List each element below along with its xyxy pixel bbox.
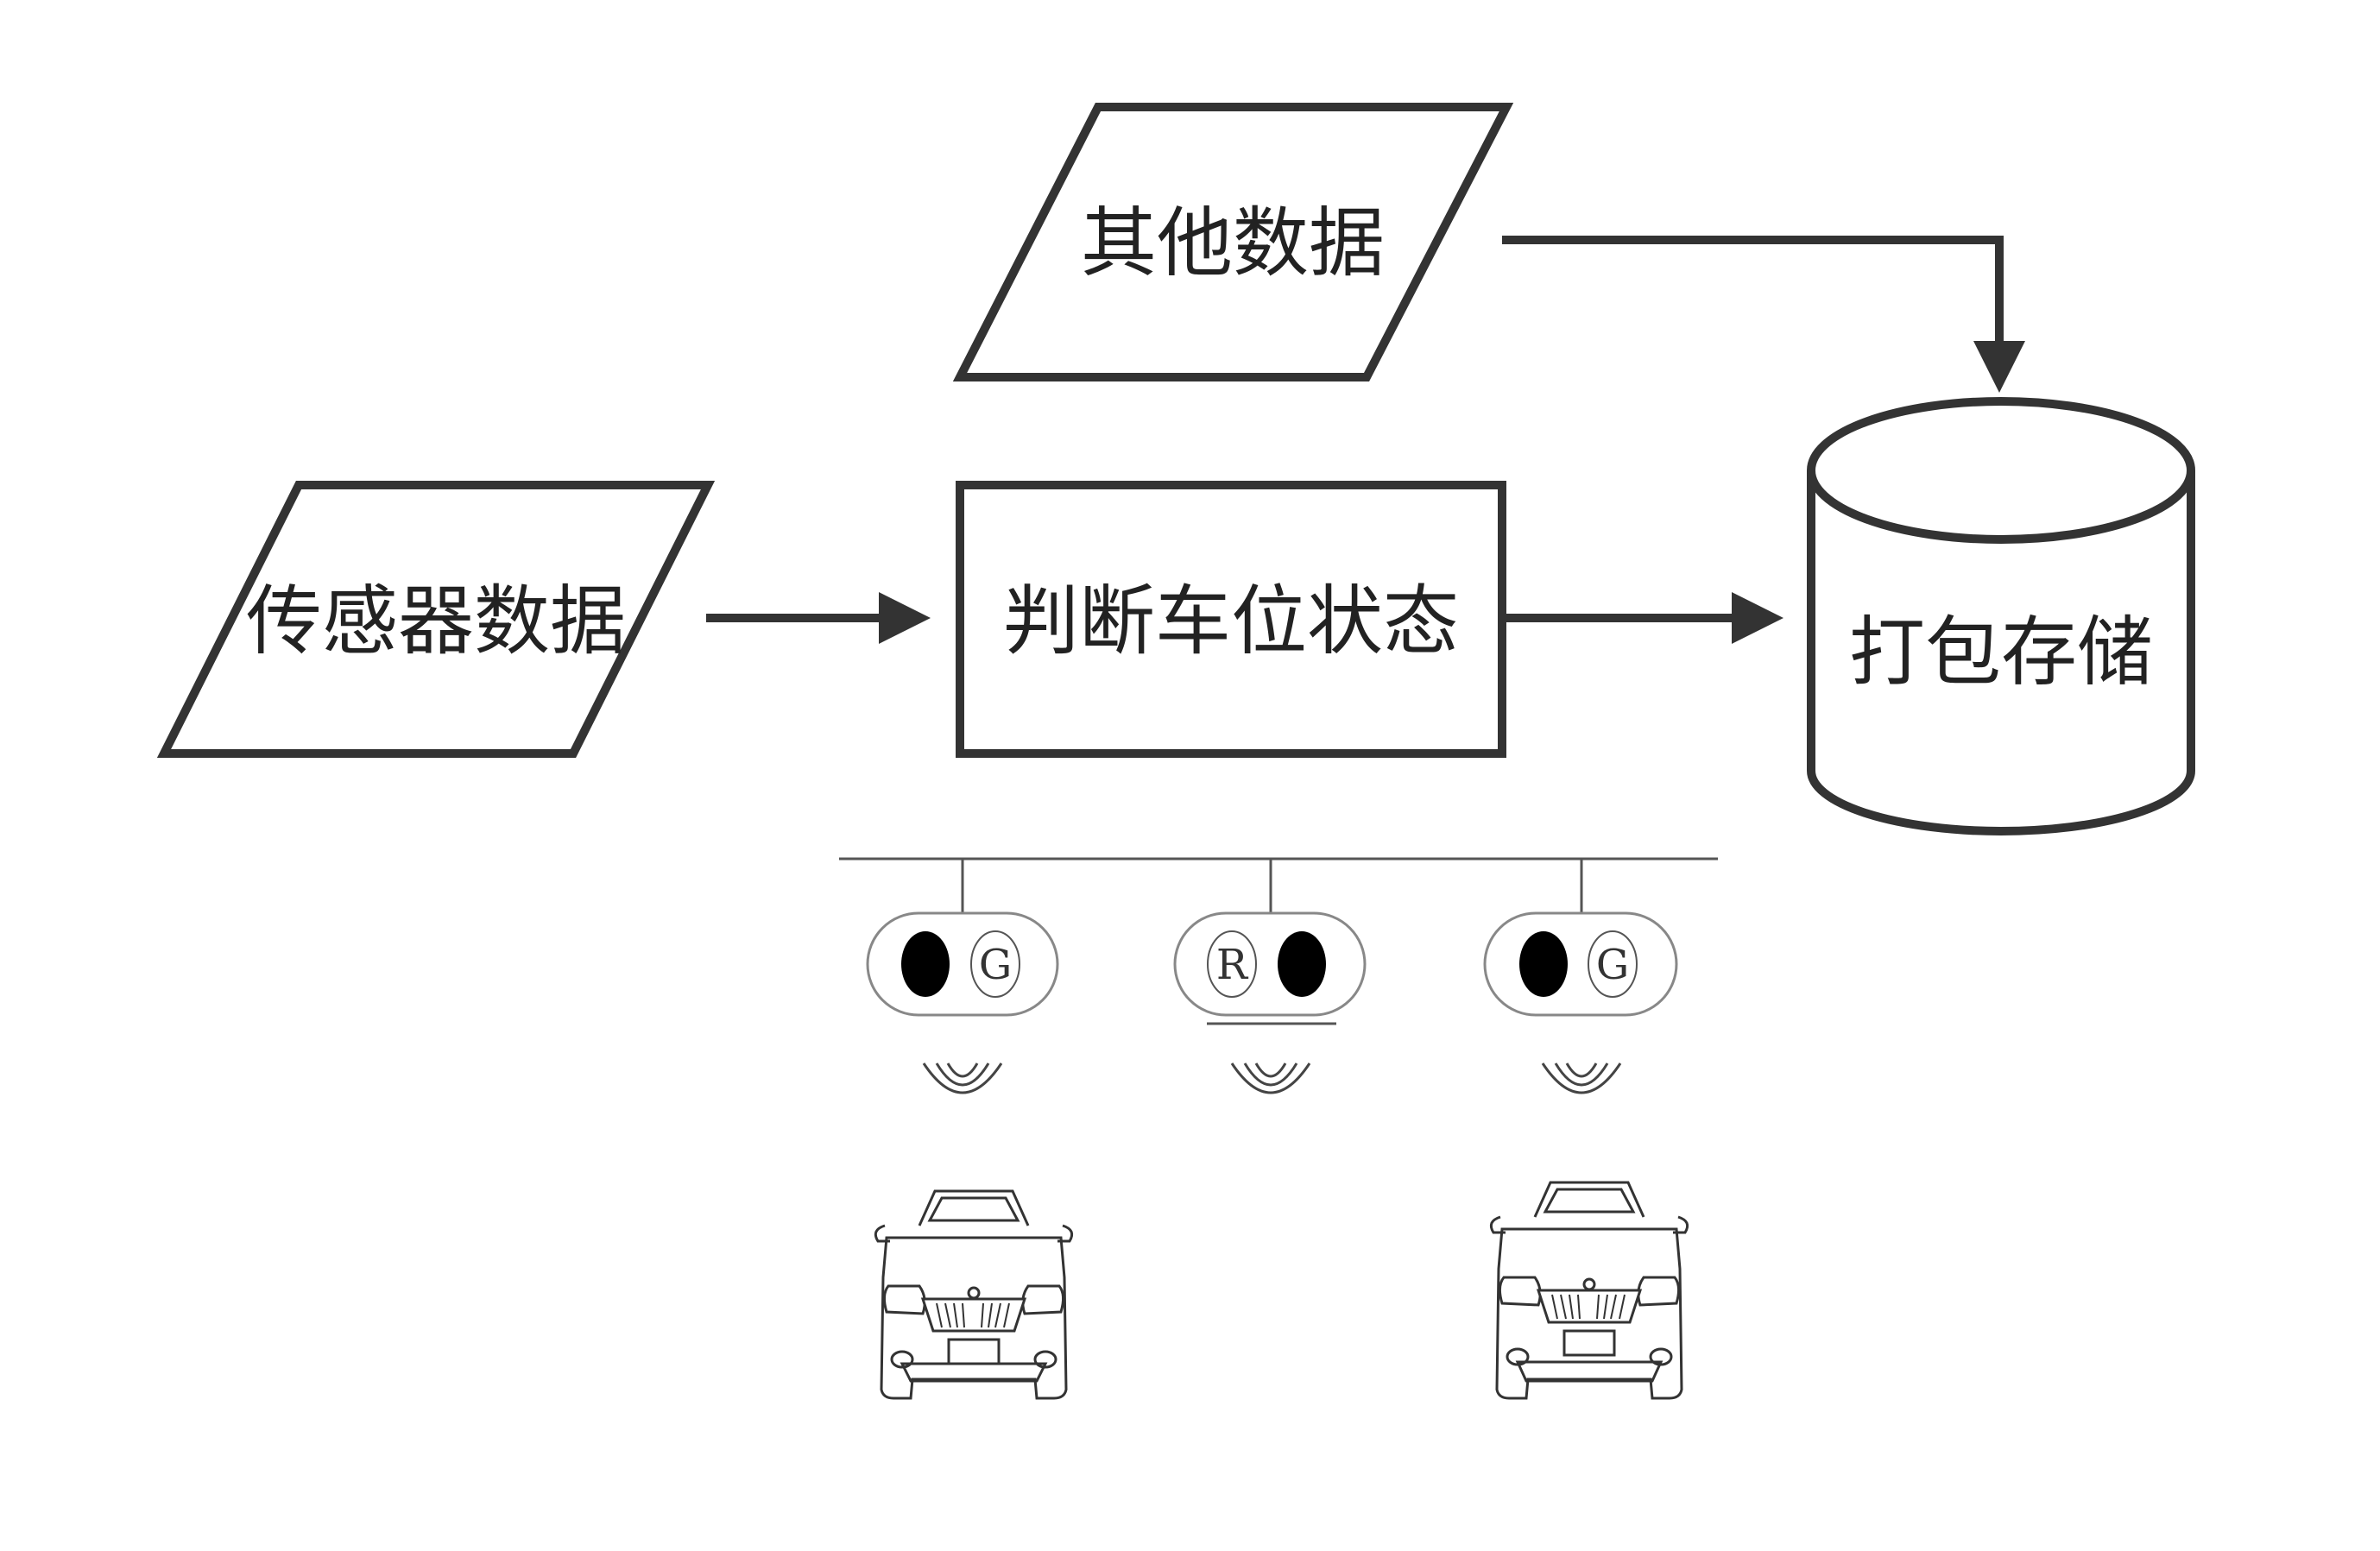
node-package-storage-label: 打包存储 xyxy=(1849,608,2153,697)
light-letter: G xyxy=(1596,941,1629,989)
car-front-icon xyxy=(1489,1181,1689,1400)
indicator-light-3: G xyxy=(1483,859,1678,1017)
light-lamp-off xyxy=(901,931,950,997)
node-package-storage: 打包存储 xyxy=(1807,397,2195,835)
node-other-data: 其他数据 xyxy=(952,103,1514,381)
light-lamp-off xyxy=(1278,931,1326,997)
node-other-data-label: 其他数据 xyxy=(1081,199,1385,287)
ultrasonic-wave-icon xyxy=(1541,1062,1622,1094)
arrow-other-to-storage xyxy=(1502,236,2025,393)
node-judge-status: 判断车位状态 xyxy=(956,481,1506,758)
ultrasonic-wave-icon xyxy=(922,1062,1003,1094)
node-sensor-data-label: 传感器数据 xyxy=(246,577,626,665)
light-lamp-off xyxy=(1519,931,1568,997)
node-sensor-data: 传感器数据 xyxy=(156,481,716,758)
car-front-icon xyxy=(874,1189,1074,1400)
light-letter: R xyxy=(1216,941,1249,989)
indicator-light-1: G xyxy=(866,859,1059,1017)
light-letter: G xyxy=(979,941,1012,989)
ultrasonic-wave-icon xyxy=(1230,1062,1311,1094)
node-judge-status-label: 判断车位状态 xyxy=(1003,577,1459,665)
indicator-light-2: R xyxy=(1173,859,1367,1025)
